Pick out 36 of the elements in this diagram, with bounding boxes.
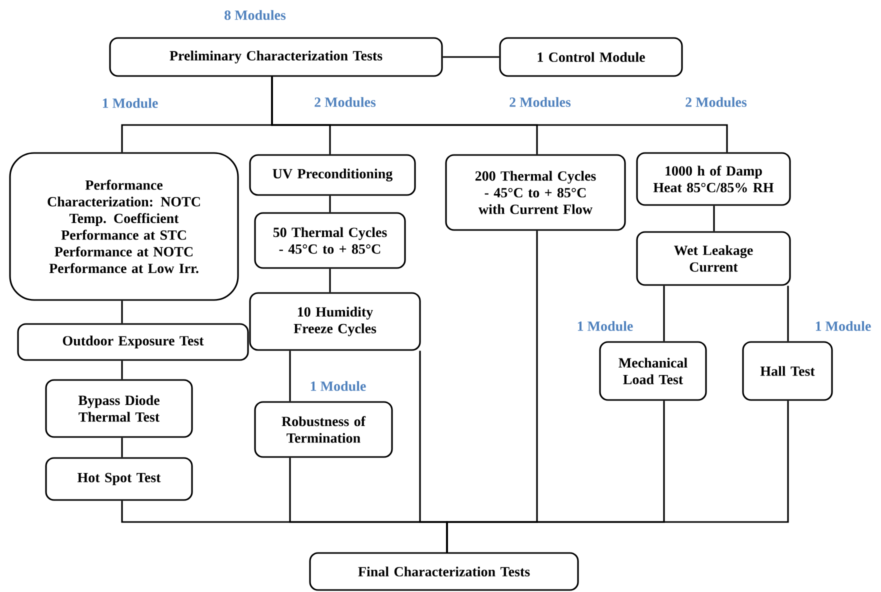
module-count: 2 Modules: [686, 97, 747, 107]
test-box: UV Preconditioning: [249, 154, 416, 196]
test-box: Preliminary Characterization Tests: [109, 37, 443, 77]
module-count: 8 Modules: [224, 10, 286, 20]
connector-line: [289, 350, 291, 402]
connector-line: [271, 76, 728, 152]
connector-line: [446, 400, 789, 552]
test-box: Bypass Diode Thermal Test: [45, 379, 193, 438]
connector-line: [329, 196, 331, 212]
connector-line: [442, 56, 500, 58]
connector-line: [121, 300, 123, 324]
test-box: Outdoor Exposure Test: [17, 323, 249, 361]
test-box: Hall Test: [742, 341, 833, 401]
test-box: 200 Thermal Cycles - 45°C to + 85°C with Current Flow: [445, 154, 626, 231]
test-box: Wet Leakage Current: [636, 231, 791, 286]
connector-line: [787, 286, 789, 342]
test-box: Final Characterization Tests: [309, 552, 579, 591]
connector-line: [121, 360, 123, 380]
connector-line: [121, 438, 123, 458]
test-box: 50 Thermal Cycles - 45°C to + 85°C: [254, 212, 406, 269]
module-count: 1 Module: [578, 321, 633, 331]
test-box: Robustness of Termination: [254, 401, 393, 458]
module-count: 1 Module: [816, 321, 871, 331]
test-box: 10 Humidity Freeze Cycles: [249, 292, 421, 351]
connector-line: [713, 206, 715, 232]
test-box: Hot Spot Test: [45, 457, 193, 501]
test-box: 1 Control Module: [499, 37, 683, 77]
connector-line: [329, 268, 331, 292]
module-count: 2 Modules: [510, 97, 571, 107]
module-count: 1 Module: [102, 98, 158, 108]
test-box: 1000 h of Damp Heat 85°C/85% RH: [636, 152, 791, 206]
connector-line: [663, 286, 665, 342]
test-box: Mechanical Load Test: [599, 341, 707, 401]
module-count: 2 Modules: [314, 97, 376, 107]
test-box: Performance Characterization: NOTC Temp. Coefficient Performance at STC Performance at NOTC Performance at Low Irr.: [9, 152, 239, 301]
module-count: 1 Module: [310, 381, 366, 391]
